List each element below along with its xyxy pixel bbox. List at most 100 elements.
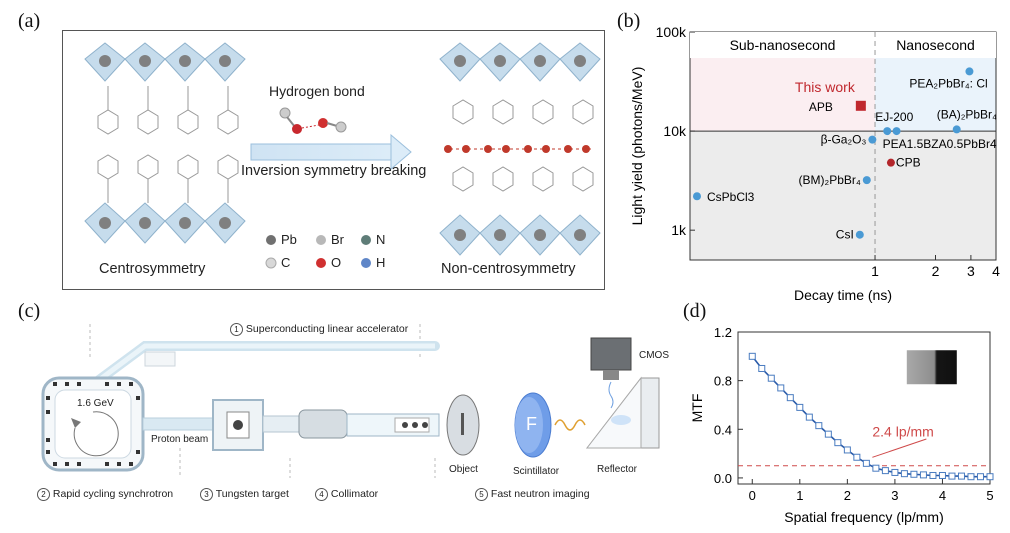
step-2-number-icon: 2: [37, 488, 50, 501]
x-tick-label: 3: [967, 263, 975, 279]
mtf-y-axis-label: MTF: [689, 394, 705, 423]
collimator: [262, 409, 440, 439]
mtf-point: [767, 374, 775, 382]
centrosymmetry-caption: Centrosymmetry: [99, 261, 206, 277]
object-disk: [446, 394, 480, 456]
tungsten-target: [212, 399, 264, 451]
point-PEA1.5BZA0.5PbBr4: [892, 127, 901, 136]
octahedra-bottom-left: [84, 202, 246, 244]
octahedra-top-left: [84, 42, 246, 82]
mtf-point: [862, 459, 870, 467]
panel-a-svg: [84, 42, 601, 269]
point-label: CsPbCl3: [707, 190, 755, 204]
panel-d-letter: (d): [683, 300, 707, 322]
x-tick-label: 2: [932, 263, 940, 279]
mtf-point: [796, 403, 804, 411]
mtf-point: [919, 471, 927, 479]
point-PEA₂PbBr₄: Cl: [965, 67, 974, 76]
point-label: APB: [809, 100, 833, 114]
this-work-label: This work: [795, 79, 856, 95]
mtf-point: [834, 439, 842, 447]
legend-o: O: [331, 255, 342, 270]
panel-a-letter: (a): [18, 10, 41, 32]
y-tick-label: 10k: [663, 123, 687, 139]
step-2-text: Rapid cycling synchrotron: [52, 488, 174, 500]
point-label: PEA1.5BZA0.5PbBr4: [883, 137, 997, 151]
mtf-y-tick-label: 0.0: [714, 471, 732, 486]
mtf-x-tick-label: 0: [749, 488, 756, 503]
organic-layer-left: [97, 86, 239, 203]
mtf-y-tick-label: 0.4: [714, 422, 732, 437]
legend-br: Br: [331, 232, 344, 247]
mtf-x-tick-label: 1: [796, 488, 803, 503]
step-1-label: 1 Superconducting linear accelerator: [230, 323, 408, 336]
mtf-point: [891, 468, 899, 476]
mtf-x-tick-label: 5: [986, 488, 993, 503]
mtf-point: [957, 472, 965, 480]
edge-image: [906, 350, 957, 385]
scintillator-label: Scintillator: [513, 466, 560, 477]
mtf-point: [853, 453, 861, 461]
step-5-label: 5 Fast neutron imaging: [475, 488, 590, 501]
point-label: (BM)₂PbBr₄: [799, 173, 861, 187]
light-yield-chart: Sub-nanosecond Nanosecond 1k 10k 100k 1 2 3 4Dec…: [629, 24, 1000, 303]
mtf-point: [900, 470, 908, 478]
edge-image-inset: [906, 350, 957, 385]
step-1-text: Superconducting linear accelerator: [245, 323, 409, 335]
step-4-label: 4 Collimator: [315, 488, 378, 501]
mtf-point: [843, 446, 851, 454]
cmos-label: CMOS: [639, 350, 669, 361]
energy-label: 1.6 GeV: [77, 398, 114, 409]
object-label: Object: [449, 464, 478, 475]
synchrotron-ring: [41, 376, 145, 472]
mtf-point: [758, 364, 766, 372]
resolution-label: 2.4 lp/mm: [872, 424, 933, 440]
region-header-bg: [690, 32, 996, 58]
point-label: CsI: [836, 228, 854, 242]
x-tick-label: 1: [871, 263, 879, 279]
mtf-y-tick-label: 1.2: [714, 325, 732, 340]
panel-c-letter: (c): [18, 300, 41, 322]
hydrogen-bond-molecule-icon: [279, 107, 347, 134]
point-CsPbCl3: [692, 192, 701, 201]
legend-h: H: [376, 255, 386, 270]
y-tick-label: 1k: [671, 222, 687, 238]
region-label-ns: Nanosecond: [896, 37, 975, 53]
non-centrosymmetry-caption: Non-centrosymmetry: [441, 261, 576, 277]
facility-svg: [41, 324, 660, 478]
scintillator-f-letter: F: [526, 414, 537, 434]
y-tick-label: 100k: [656, 24, 687, 40]
step-3-text: Tungsten target: [215, 488, 289, 500]
mtf-x-axis-label: Spatial frequency (lp/mm): [784, 509, 944, 525]
point-CPB: [886, 158, 895, 167]
mtf-point: [976, 473, 984, 481]
cmos-camera: [590, 337, 632, 409]
x-tick-label: 4: [992, 263, 1000, 279]
mtf-point: [938, 471, 946, 479]
point-β-Ga₂O₃: [868, 135, 877, 144]
panel-b-letter: (b): [617, 10, 641, 32]
mtf-point: [872, 464, 880, 472]
reflector-label: Reflector: [597, 464, 638, 475]
atom-legend: [265, 235, 371, 269]
x-axis-label: Decay time (ns): [794, 287, 892, 303]
step-3-number-icon: 3: [200, 488, 213, 501]
step-5-number-icon: 5: [475, 488, 488, 501]
symmetry-breaking-label: Inversion symmetry breaking: [241, 163, 427, 179]
mtf-point: [986, 473, 994, 481]
point-(BA)₂PbBr₄: [952, 125, 961, 134]
mtf-point: [824, 430, 832, 438]
proton-beam-pipe: [142, 417, 216, 431]
left-crystal-structure: [84, 42, 246, 244]
point-CsI: [855, 230, 864, 239]
mtf-point: [929, 471, 937, 479]
point-label: (BA)₂PbBr₄: [937, 107, 997, 121]
step-4-text: Collimator: [330, 488, 379, 500]
region-label-sub-ns: Sub-nanosecond: [730, 37, 836, 53]
mtf-x-tick-label: 4: [939, 488, 946, 503]
step-1-number-icon: 1: [230, 323, 243, 336]
step-3-label: 3 Tungsten target: [200, 488, 289, 501]
step-4-number-icon: 4: [315, 488, 328, 501]
mtf-point: [815, 422, 823, 430]
scintillator-disk: [514, 392, 552, 458]
